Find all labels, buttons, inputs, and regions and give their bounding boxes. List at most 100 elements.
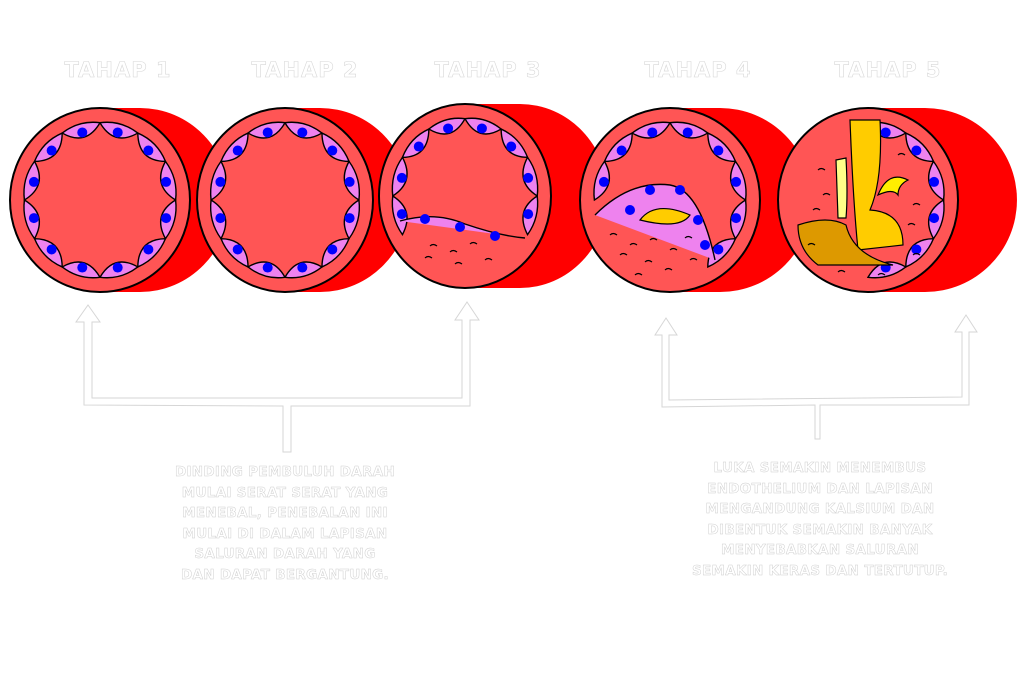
caption-late-stages: LUKA SEMAKIN MENEMBUS ENDOTHELIUM DAN LA…	[680, 458, 960, 581]
fibrous-tissue-mark	[664, 267, 673, 271]
fibrous-tissue-mark	[877, 272, 886, 276]
cell-nucleus	[112, 262, 123, 273]
cell-nucleus	[46, 145, 57, 156]
caption-line: ENDOTHELIUM DAN LAPISAN	[707, 480, 933, 497]
fibrous-tissue-mark	[449, 249, 458, 253]
cell-nucleus	[344, 213, 355, 224]
cell-nucleus	[443, 123, 454, 134]
fibrous-tissue-mark	[912, 252, 921, 256]
bracket-left	[75, 301, 480, 453]
fibrous-tissue-mark	[689, 257, 698, 261]
cell-nucleus	[523, 172, 534, 183]
fibrous-tissue-mark	[424, 255, 433, 259]
cell-nucleus	[396, 209, 407, 220]
fibrous-tissue-mark	[609, 232, 618, 236]
fibrous-tissue-mark	[912, 202, 921, 206]
stage-label-5: TAHAP 5	[834, 58, 942, 83]
cell-nucleus	[28, 213, 39, 224]
cell-nucleus	[682, 127, 693, 138]
fibrous-tissue-mark	[837, 269, 846, 273]
cell-nucleus	[46, 244, 57, 255]
caption-line: MULAI SERAT SERAT YANG	[181, 484, 389, 501]
lipid-core	[638, 208, 691, 225]
caption-line: MENEBAL, PENEBALAN INI	[182, 505, 388, 521]
fibrous-tissue-mark	[634, 272, 643, 276]
caption-line: LUKA SEMAKIN MENEMBUS	[713, 460, 927, 476]
fibrous-tissue-mark	[812, 207, 821, 211]
cell-nucleus	[262, 262, 273, 273]
caption-line: DAN DAPAT BERGANTUNG.	[181, 566, 389, 583]
cell-nucleus	[455, 222, 465, 232]
cell-nucleus	[929, 213, 940, 224]
cell-nucleus	[112, 127, 123, 138]
stage-label-2: TAHAP 2	[251, 58, 359, 83]
cell-nucleus	[344, 176, 355, 187]
vessel-cross-section-1	[9, 107, 191, 293]
caption-line: MENGANDUNG KALSIUM DAN	[705, 501, 935, 517]
fibrous-tissue-mark	[429, 243, 438, 247]
stage-label-4: TAHAP 4	[644, 58, 752, 83]
cell-nucleus	[215, 176, 226, 187]
cell-nucleus	[297, 127, 308, 138]
cell-nucleus	[713, 145, 724, 156]
calcification-deposit	[797, 219, 894, 266]
cell-nucleus	[143, 145, 154, 156]
cell-nucleus	[506, 141, 517, 152]
bracket-right	[654, 314, 978, 440]
fibrous-tissue-mark	[817, 167, 826, 171]
calcification-light	[835, 157, 848, 219]
cell-nucleus	[911, 244, 922, 255]
fibrous-tissue-mark	[649, 237, 658, 241]
cell-nucleus	[262, 127, 273, 138]
cell-nucleus	[161, 176, 172, 187]
lipid-core	[849, 119, 904, 251]
fibrous-tissue-mark	[454, 261, 463, 265]
vessel-wall	[378, 103, 552, 289]
vessel-wall	[9, 107, 191, 293]
fibrous-tissue-mark	[619, 252, 628, 256]
cell-nucleus	[161, 213, 172, 224]
cell-nucleus	[490, 231, 500, 241]
caption-early-stages: DINDING PEMBULUH DARAH MULAI SERAT SERAT…	[160, 462, 410, 585]
caption-line: SALURAN DARAH YANG	[194, 546, 376, 562]
cell-nucleus	[731, 176, 742, 187]
vessel-cross-section-5	[777, 107, 959, 293]
caption-line: MULAI DI DALAM LAPISAN	[182, 525, 388, 542]
arrow-up-stage-1	[75, 301, 480, 453]
cell-nucleus	[232, 145, 243, 156]
fibrous-tissue-mark	[907, 222, 916, 226]
cell-nucleus	[598, 176, 609, 187]
cell-nucleus	[700, 240, 710, 250]
cell-nucleus	[28, 176, 39, 187]
fibrous-tissue-mark	[684, 235, 693, 239]
cell-nucleus	[215, 213, 226, 224]
cell-nucleus	[911, 145, 922, 156]
cell-nucleus	[616, 145, 627, 156]
cell-nucleus	[523, 209, 534, 220]
fibrous-tissue-mark	[644, 259, 653, 263]
fibrous-tissue-mark	[669, 247, 678, 251]
stage-label-1: TAHAP 1	[64, 58, 172, 83]
vessel-cross-section-4	[579, 107, 761, 293]
cell-nucleus	[476, 123, 487, 134]
caption-line: SEMAKIN KERAS DAN TERTUTUP.	[691, 562, 949, 579]
cell-nucleus	[645, 185, 655, 195]
fibrous-tissue-mark	[897, 152, 906, 156]
cell-nucleus	[413, 141, 424, 152]
cell-nucleus	[327, 244, 338, 255]
arrow-up-stage-4-5	[654, 314, 978, 440]
cell-nucleus	[77, 262, 88, 273]
cell-nucleus	[420, 214, 430, 224]
stage-label-3: TAHAP 3	[434, 58, 542, 83]
vessel-wall	[196, 107, 374, 293]
cell-nucleus	[327, 145, 338, 156]
cell-nucleus	[396, 172, 407, 183]
cell-nucleus	[77, 127, 88, 138]
fibrous-tissue-mark	[484, 257, 493, 261]
cell-nucleus	[693, 215, 703, 225]
cell-nucleus	[929, 176, 940, 187]
cell-nucleus	[880, 127, 891, 138]
fibrous-tissue-mark	[807, 242, 816, 246]
fibrous-tissue-mark	[822, 192, 831, 196]
